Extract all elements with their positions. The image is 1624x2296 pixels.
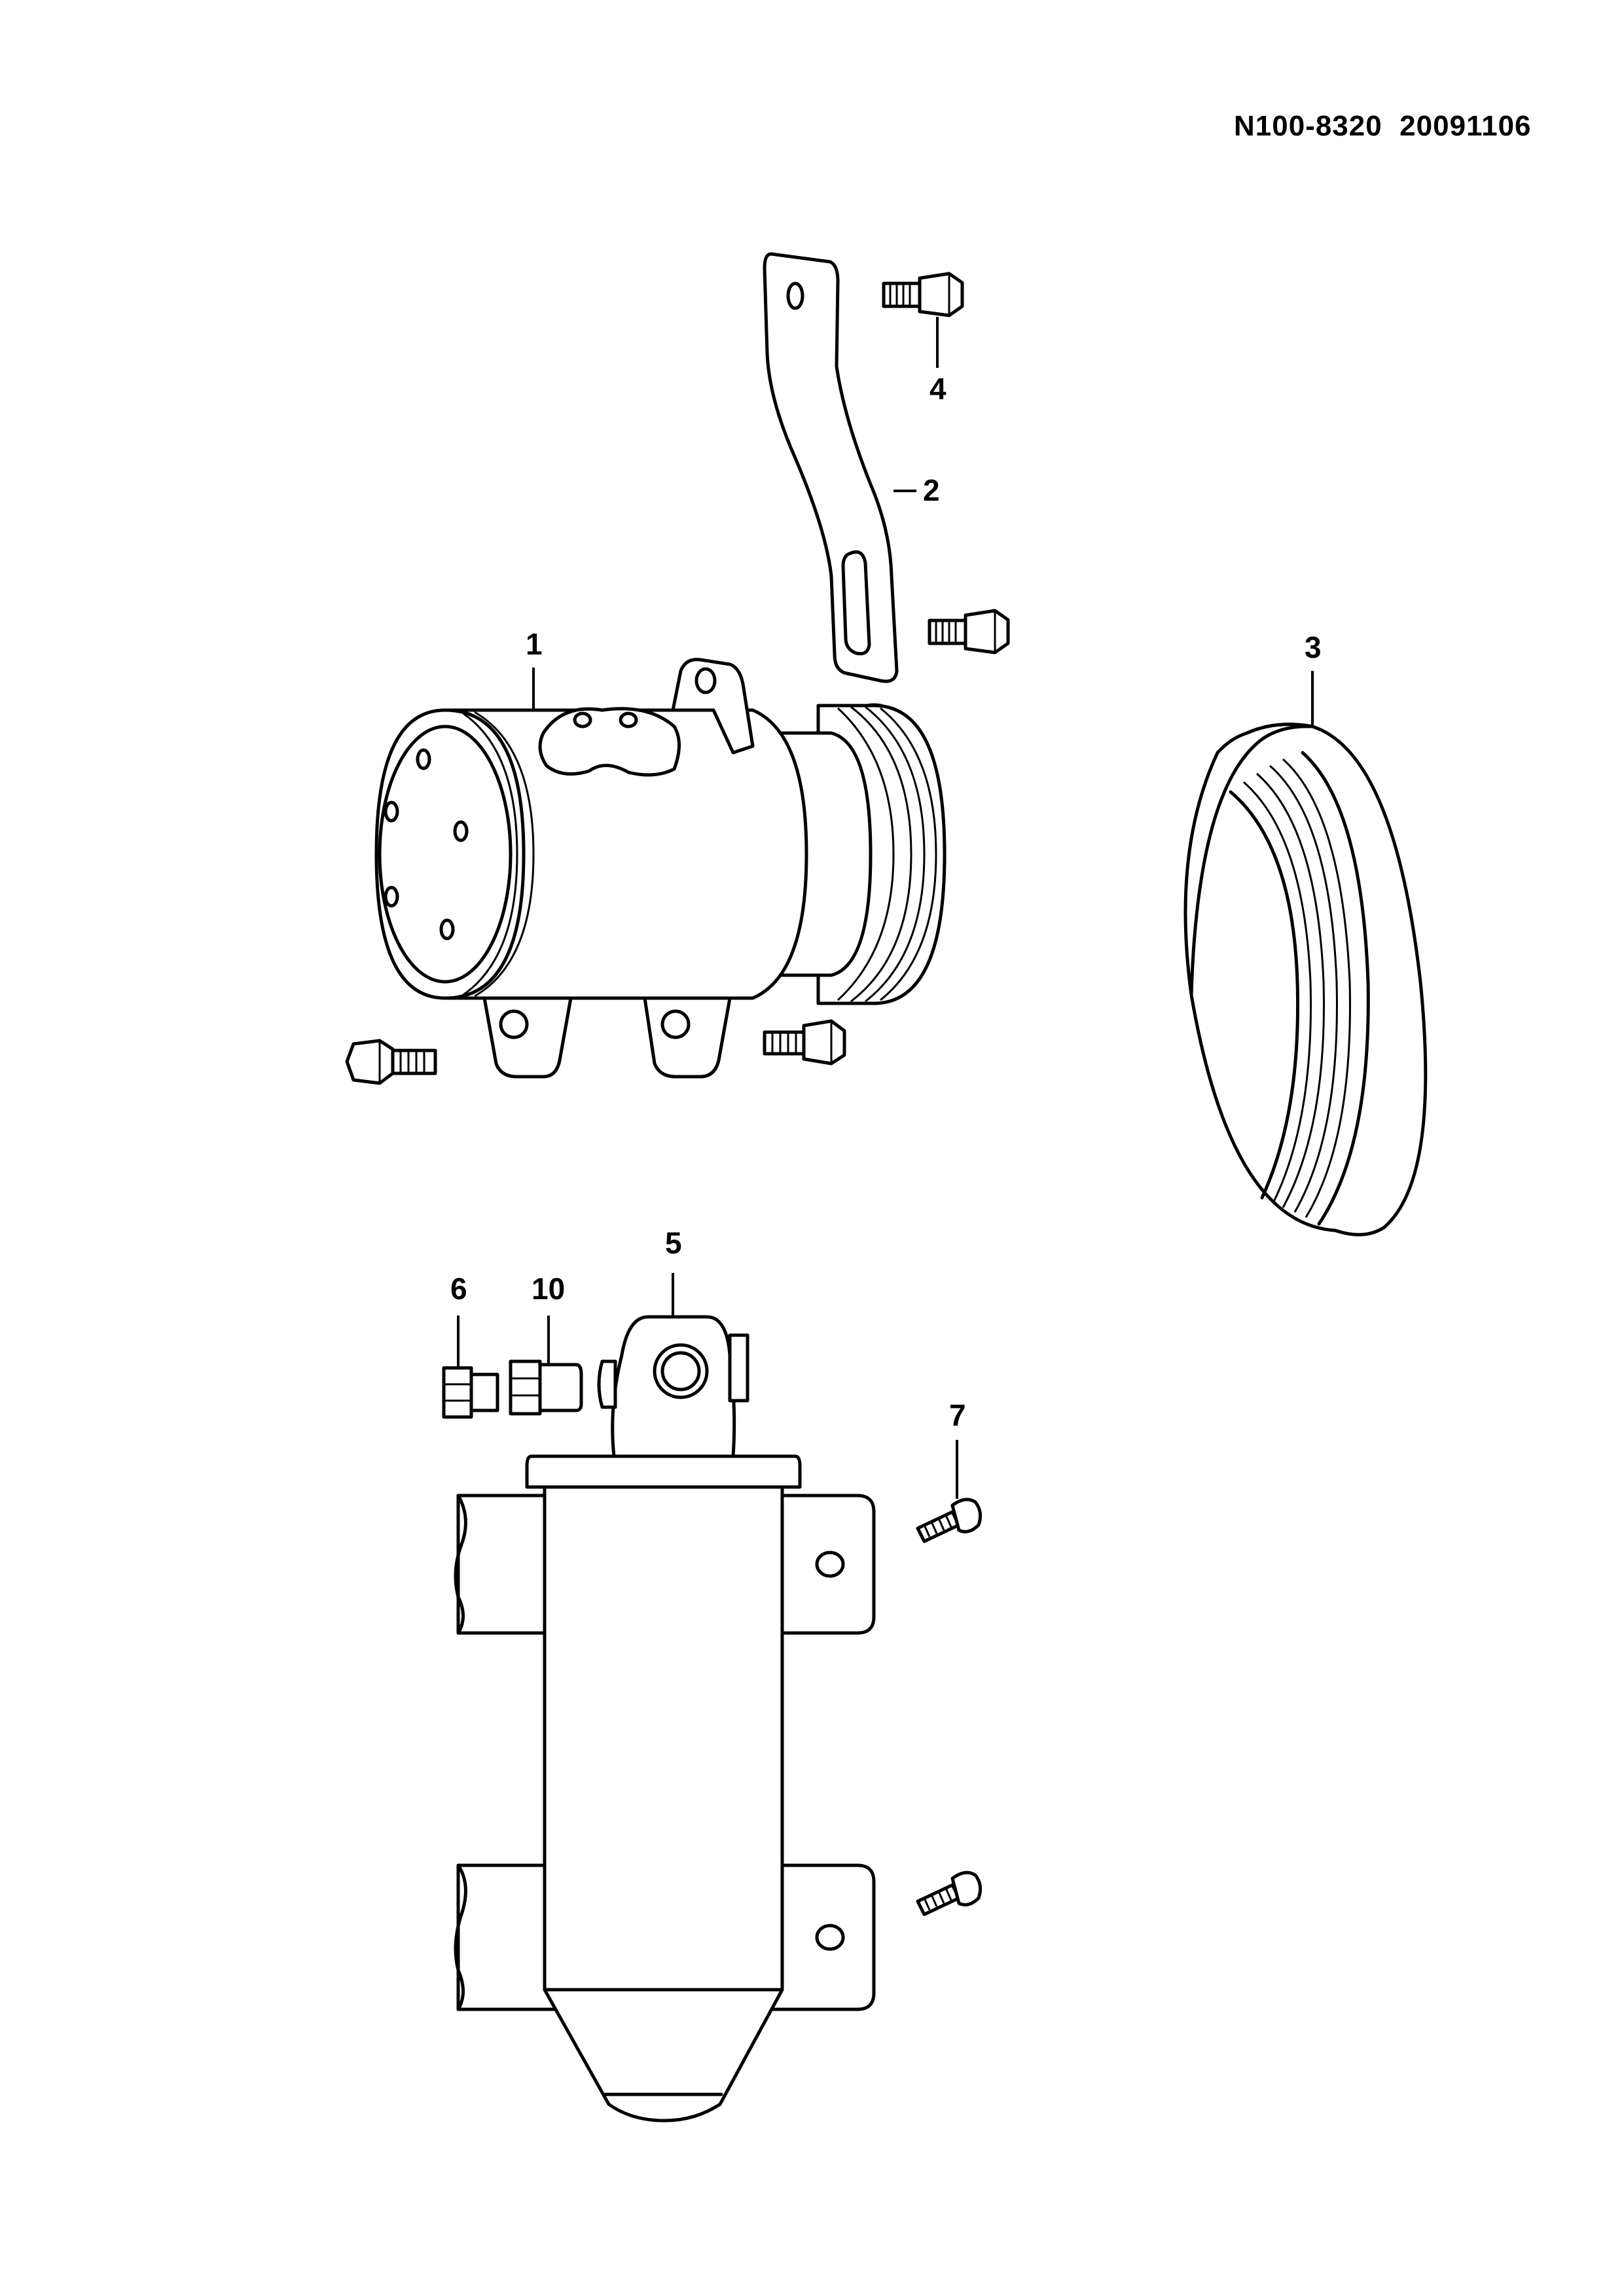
drive-belt xyxy=(1183,671,1428,1236)
callout-number-3: 3 xyxy=(1305,630,1322,664)
bracket-bolt-lower xyxy=(928,609,1010,655)
drier-screw-lower xyxy=(916,1871,983,1916)
receiver-drier xyxy=(454,1273,876,2123)
switch-fitting xyxy=(509,1316,583,1416)
callout-number-1: 1 xyxy=(526,627,543,661)
document-reference: N100-8320 20091106 xyxy=(1234,110,1532,142)
callout-number-4: 4 xyxy=(929,372,947,406)
bracket-bolt-upper xyxy=(882,272,964,368)
callout-number-6: 6 xyxy=(450,1272,467,1306)
callout-number-2: 2 xyxy=(923,473,940,507)
callout-number-7: 7 xyxy=(949,1398,966,1432)
drier-screw-upper xyxy=(916,1440,983,1543)
callout-number-5: 5 xyxy=(665,1226,682,1260)
compressor-bolt-left xyxy=(345,1039,437,1085)
compressor-bolt-right xyxy=(763,1019,846,1066)
sensor-plug xyxy=(442,1316,499,1419)
compressor-bracket xyxy=(763,252,899,683)
compressor xyxy=(374,658,947,1079)
callout-number-10: 10 xyxy=(532,1272,565,1306)
